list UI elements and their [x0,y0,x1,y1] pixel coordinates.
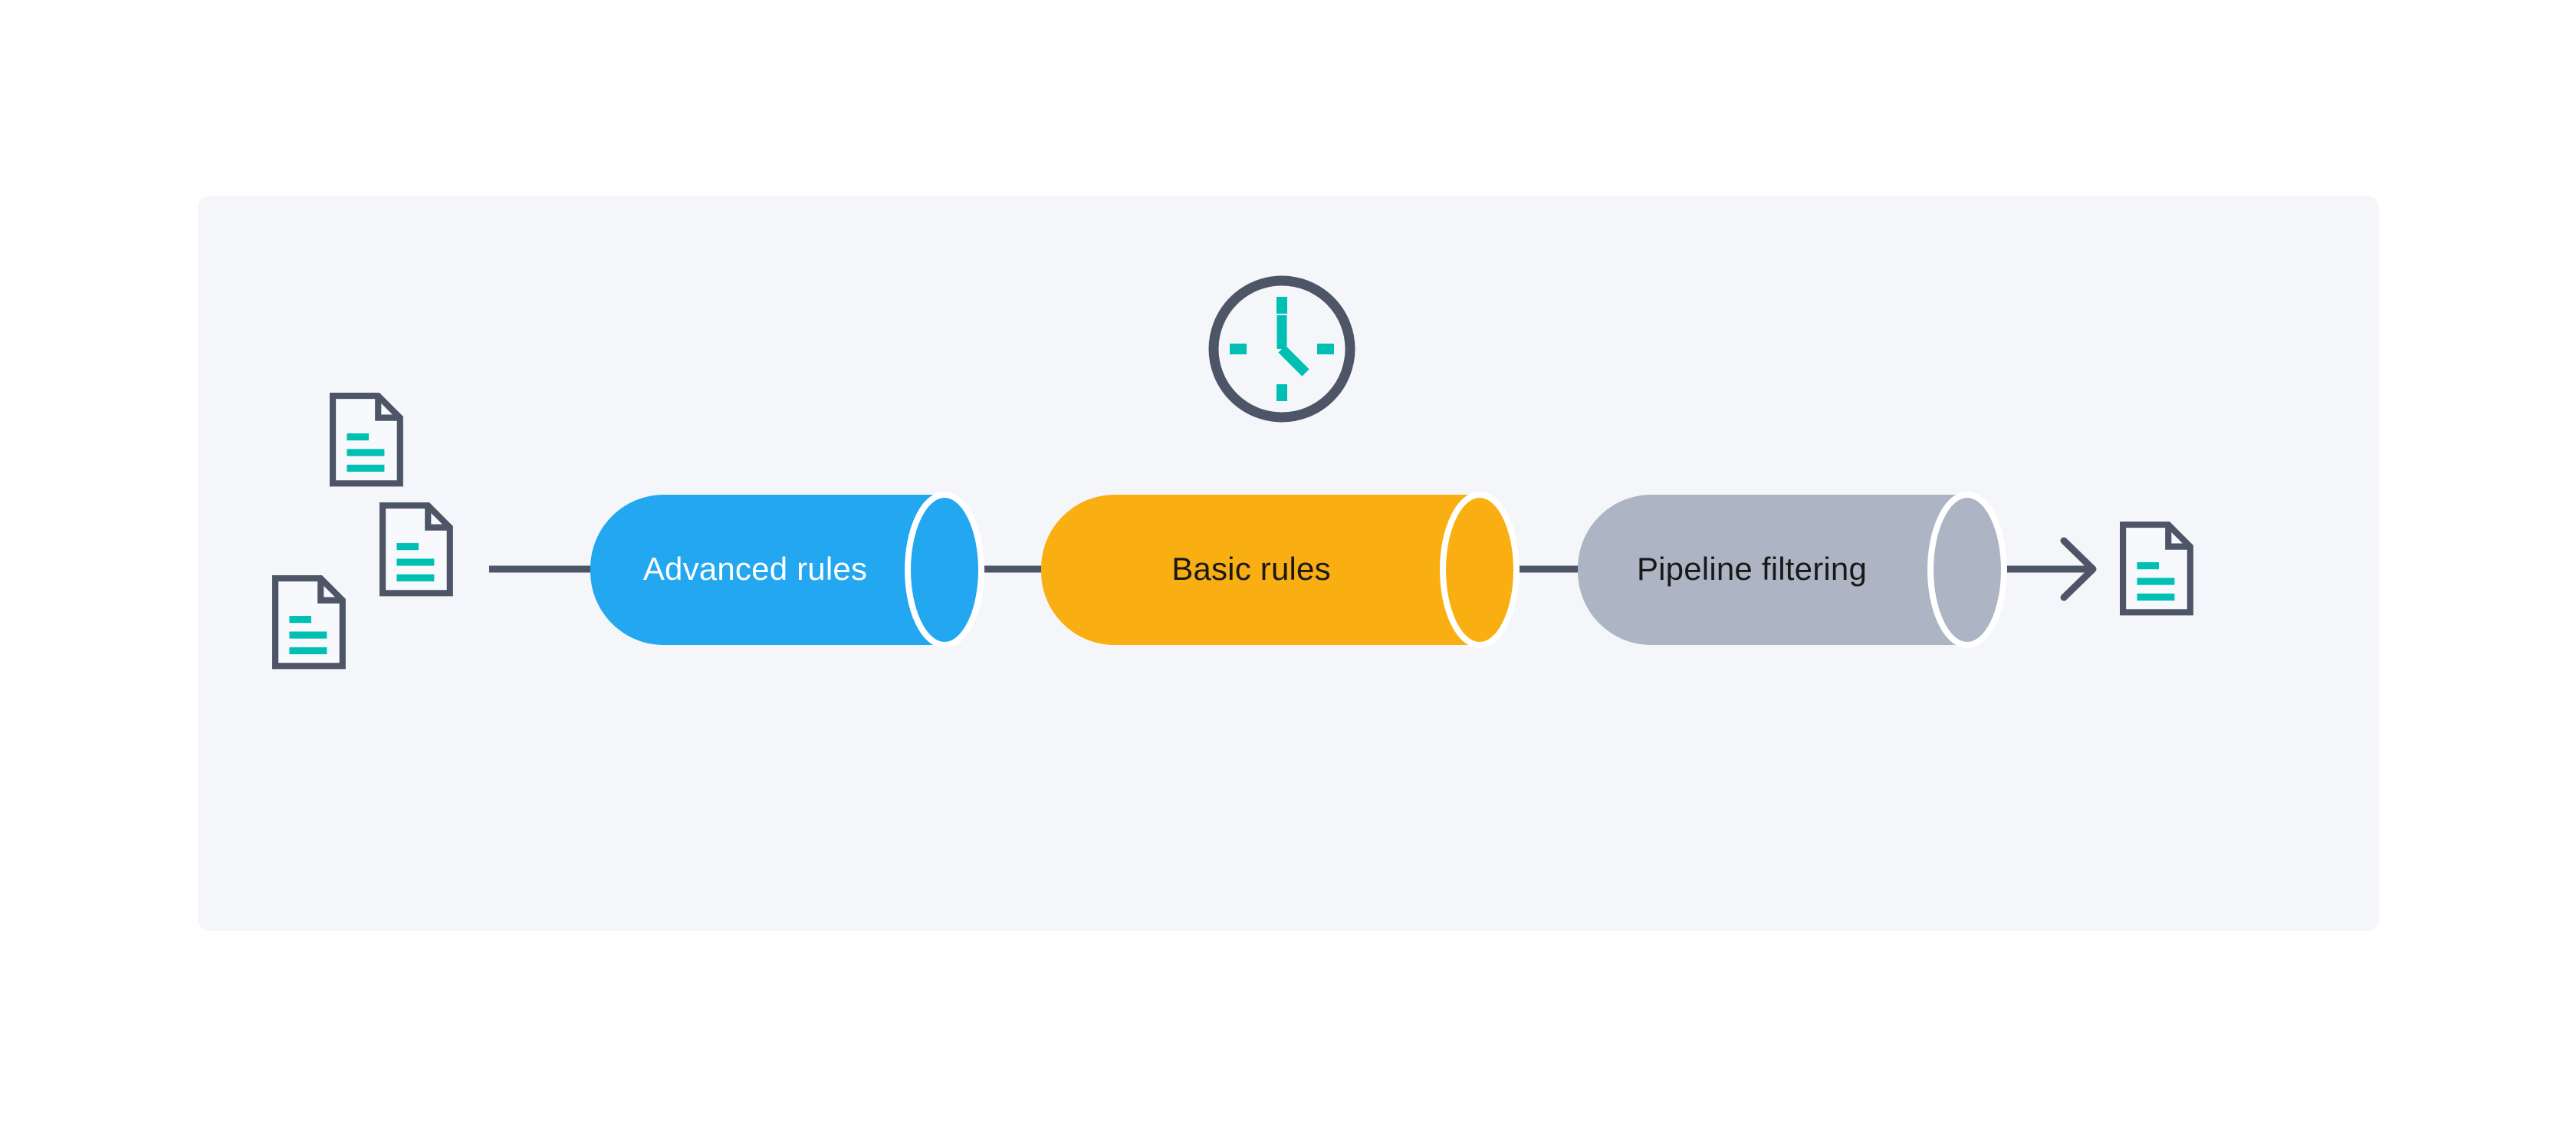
clock-tick-6 [1276,384,1287,401]
clock-icon [1208,275,1355,423]
clock-tick-9 [1230,344,1247,354]
cylinder-body-fill [1702,495,1969,645]
output-document [2123,525,2190,612]
stage-label-advanced-rules: Advanced rules [643,551,867,587]
clock-tick-12 [1276,297,1287,314]
stage-pipeline-filtering[interactable]: Pipeline filtering [1578,492,2007,648]
cylinder-end-cap [905,492,984,648]
clock-minute-hand [1278,345,1309,377]
input-document-top [333,396,400,483]
stage-basic-rules[interactable]: Basic rules [1041,492,1520,648]
stage-label-pipeline-filtering: Pipeline filtering [1637,551,1867,587]
connector-group [489,537,2097,601]
cylinder-end-cap [1927,492,2007,648]
stage-advanced-rules[interactable]: Advanced rules [590,492,984,648]
arrowhead-icon [2060,537,2097,601]
stage-label-basic-rules: Basic rules [1171,551,1331,587]
cylinder-body-fill [1165,495,1478,645]
input-document-middle [383,505,450,593]
cylinder-end-cap [1440,492,1520,648]
clock-tick-3 [1317,344,1334,354]
input-document-bottom [275,578,343,666]
